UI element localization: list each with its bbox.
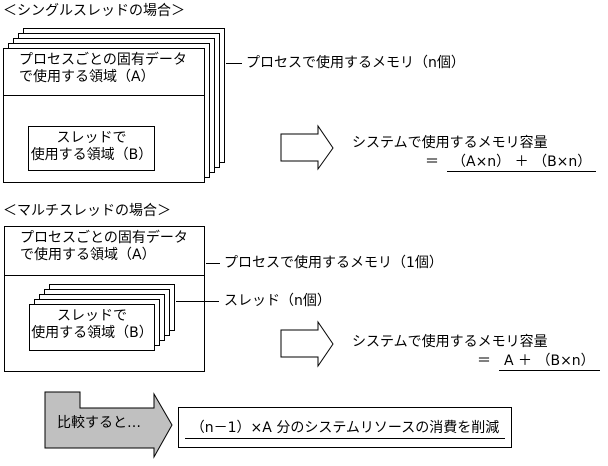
multi-process-data-area: プロセスごとの固有データ で使用する領域（A）: [5, 227, 204, 276]
multi-thread-count-label: スレッド（n個）: [224, 293, 331, 309]
thread-area-line2: 使用する領域（B）: [30, 147, 153, 163]
multi-thread-section-title: ＜マルチスレッドの場合＞: [3, 203, 171, 219]
equals-sign: ＝: [425, 154, 439, 170]
right-block-arrow-icon: [280, 320, 334, 368]
multi-thread-area-box: スレッドで 使用する領域（B）: [29, 304, 155, 351]
comparison-result-box: （n－1）×A 分のシステムリソースの消費を削減: [178, 407, 512, 448]
single-process-box: プロセスごとの固有データ で使用する領域（A） スレッドで 使用する領域（B）: [3, 48, 205, 183]
compare-arrow-label: 比較すると…: [57, 415, 141, 431]
single-formula-value: （A×n） ＋ （B×n）: [447, 155, 597, 172]
process-data-area-line2: で使用する領域（A）: [20, 247, 156, 263]
equals-sign: ＝: [477, 353, 491, 369]
multi-process-memory-label: プロセスで使用するメモリ（1個）: [224, 255, 443, 271]
single-summary-formula: ＝ （A×n） ＋ （B×n）: [425, 154, 597, 172]
connector-line: [226, 63, 242, 64]
connector-line: [206, 263, 220, 264]
multi-summary-formula: ＝ A ＋ （B×n）: [477, 354, 600, 371]
thread-area-line1: スレッドで: [56, 130, 127, 146]
single-process-data-area: プロセスごとの固有データ で使用する領域（A）: [4, 49, 204, 96]
multi-formula-value: A ＋ （B×n）: [499, 354, 600, 371]
single-thread-section-title: ＜シングルスレッドの場合＞: [3, 3, 185, 19]
single-process-memory-label: プロセスで使用するメモリ（n個）: [246, 55, 465, 71]
thread-area-line2: 使用する領域（B）: [31, 325, 153, 341]
process-data-area-line1: プロセスごとの固有データ: [20, 230, 188, 246]
connector-line: [176, 301, 219, 302]
single-thread-area-box: スレッドで 使用する領域（B）: [28, 126, 155, 171]
process-data-area-line1: プロセスごとの固有データ: [19, 52, 187, 68]
multi-summary-title: システムで使用するメモリ容量: [352, 334, 548, 350]
single-summary-title: システムで使用するメモリ容量: [352, 135, 548, 151]
right-block-arrow-icon: [280, 124, 334, 171]
comparison-conclusion-text: （n－1）×A 分のシステムリソースの消費を削減: [184, 417, 506, 439]
thread-area-line1: スレッドで: [57, 308, 127, 324]
process-data-area-line2: で使用する領域（A）: [19, 69, 155, 85]
